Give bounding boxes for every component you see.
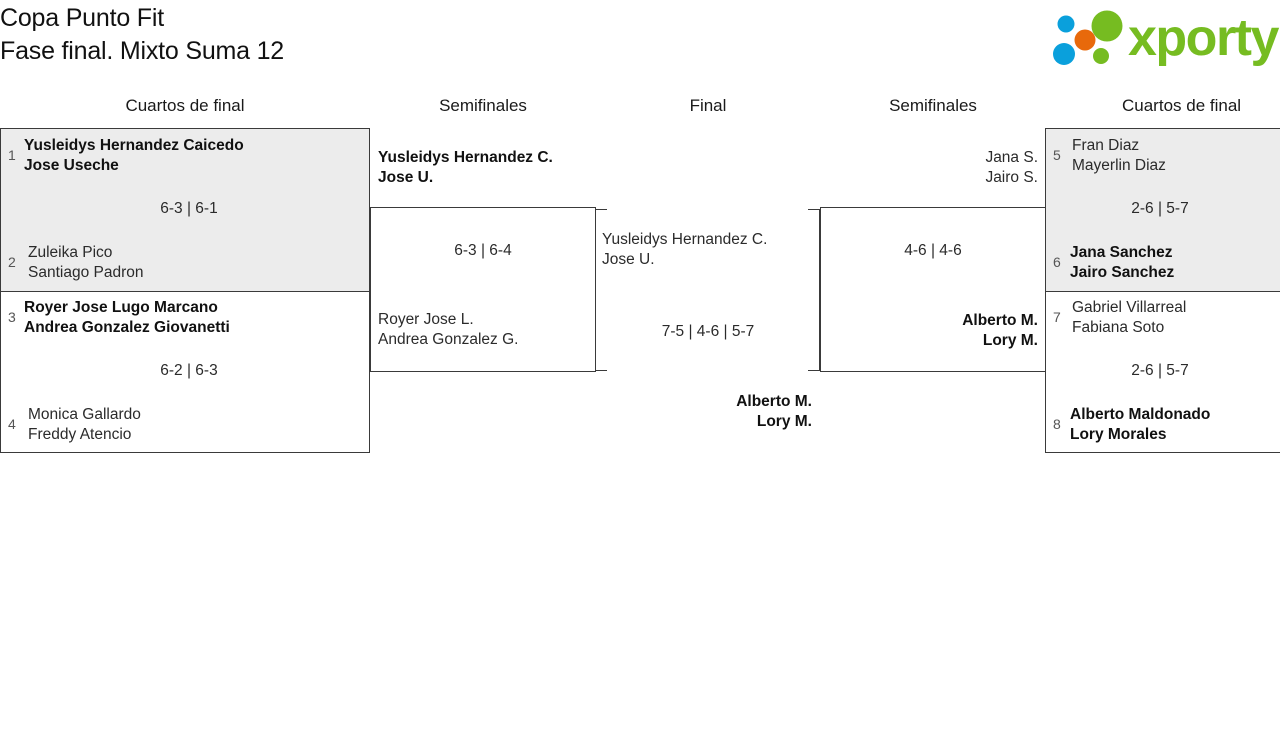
player-name: Andrea Gonzalez G.	[378, 330, 519, 348]
player-name: Lory M.	[756, 412, 812, 430]
team-entry[interactable]: Alberto M. Lory M.	[820, 311, 1038, 350]
player-name: Jose U.	[378, 168, 434, 186]
player-name: Royer Jose Lugo Marcano	[24, 299, 218, 316]
player-name: Royer Jose L.	[378, 311, 474, 328]
player-name: Yusleidys Hernandez Caicedo	[24, 137, 244, 154]
team-entry[interactable]: Yusleidys Hernandez C. Jose U.	[378, 148, 553, 187]
tournament-phase: Fase final. Mixto Suma 12	[0, 37, 285, 65]
match-box-quarterfinal-right[interactable]	[1045, 128, 1280, 453]
logo-wordmark: xporty	[1128, 9, 1279, 67]
team-entry[interactable]: Royer Jose Lugo Marcano Andrea Gonzalez …	[24, 298, 230, 337]
match-half-seed7-vs-seed8	[1046, 291, 1280, 453]
column-header-quarterfinals-right: Cuartos de final	[1122, 96, 1242, 115]
logo-dots-icon	[1053, 10, 1123, 65]
team-entry[interactable]: Royer Jose L. Andrea Gonzalez G.	[378, 310, 518, 349]
player-name: Lory Morales	[1070, 425, 1167, 443]
seed-number: 2	[8, 254, 16, 270]
final-connector-right	[808, 209, 820, 371]
player-name: Jana Sanchez	[1070, 244, 1173, 261]
team-entry[interactable]: Jana Sanchez Jairo Sanchez	[1070, 243, 1174, 282]
match-half-seed3-vs-seed4	[1, 291, 369, 453]
player-name: Fabiana Soto	[1072, 318, 1165, 336]
player-name: Jairo S.	[985, 168, 1038, 186]
match-half-seed5-vs-seed6	[1046, 129, 1280, 291]
seed-number: 8	[1053, 416, 1061, 432]
player-name: Freddy Atencio	[28, 425, 132, 443]
player-name: Andrea Gonzalez Giovanetti	[24, 318, 230, 336]
page-title: Copa Punto Fit Fase final. Mixto Suma 12	[0, 2, 284, 68]
player-name: Jose Useche	[24, 156, 119, 174]
player-name: Jana S.	[985, 149, 1038, 166]
player-name: Alberto M.	[736, 393, 812, 410]
match-score: 4-6 | 4-6	[904, 242, 962, 259]
team-entry[interactable]: Zuleika Pico Santiago Padron	[28, 243, 143, 282]
player-name: Yusleidys Hernandez C.	[378, 149, 553, 166]
seed-number: 3	[8, 309, 16, 325]
seed-number: 6	[1053, 254, 1061, 270]
column-header-quarterfinals-left: Cuartos de final	[125, 96, 245, 115]
player-name: Santiago Padron	[28, 263, 144, 281]
match-score: 6-2 | 6-3	[160, 362, 218, 379]
team-entry[interactable]: Jana S. Jairo S.	[820, 148, 1038, 187]
player-name: Jairo Sanchez	[1070, 263, 1175, 281]
player-name: Jose U.	[602, 250, 655, 268]
player-name: Gabriel Villarreal	[1072, 299, 1187, 316]
player-name: Zuleika Pico	[28, 244, 113, 261]
team-entry[interactable]: Yusleidys Hernandez C. Jose U.	[602, 230, 767, 269]
match-score: 6-3 | 6-1	[160, 200, 218, 217]
column-header-final: Final	[689, 96, 727, 115]
team-entry[interactable]: Fran Diaz Mayerlin Diaz	[1072, 136, 1166, 175]
seed-number: 4	[8, 416, 16, 432]
seed-number: 1	[8, 147, 16, 163]
column-header-semifinals-right: Semifinales	[889, 96, 977, 115]
match-score: 2-6 | 5-7	[1131, 362, 1189, 379]
match-score: 6-3 | 6-4	[454, 242, 512, 259]
team-entry[interactable]: Alberto M. Lory M.	[596, 392, 812, 431]
player-name: Alberto Maldonado	[1070, 406, 1211, 423]
player-name: Mayerlin Diaz	[1072, 156, 1166, 174]
player-name: Yusleidys Hernandez C.	[602, 231, 768, 248]
team-entry[interactable]: Yusleidys Hernandez Caicedo Jose Useche	[24, 136, 244, 175]
seed-number: 7	[1053, 309, 1061, 325]
seed-number: 5	[1053, 147, 1061, 163]
player-name: Fran Diaz	[1072, 137, 1140, 154]
final-connector-left	[595, 209, 607, 371]
column-header-semifinals-left: Semifinales	[439, 96, 527, 115]
team-entry[interactable]: Monica Gallardo Freddy Atencio	[28, 405, 141, 444]
match-score: 2-6 | 5-7	[1131, 200, 1189, 217]
player-name: Alberto M.	[962, 312, 1038, 329]
player-name: Lory M.	[982, 331, 1038, 349]
team-entry[interactable]: Gabriel Villarreal Fabiana Soto	[1072, 298, 1186, 337]
tournament-name: Copa Punto Fit	[0, 4, 164, 32]
xporty-logo[interactable]: xporty	[1046, 6, 1279, 68]
match-box-quarterfinal-left[interactable]	[0, 128, 370, 453]
match-score: 7-5 | 4-6 | 5-7	[661, 323, 755, 340]
team-entry[interactable]: Alberto Maldonado Lory Morales	[1070, 405, 1210, 444]
match-half-seed1-vs-seed2	[1, 129, 369, 291]
player-name: Monica Gallardo	[28, 406, 141, 423]
